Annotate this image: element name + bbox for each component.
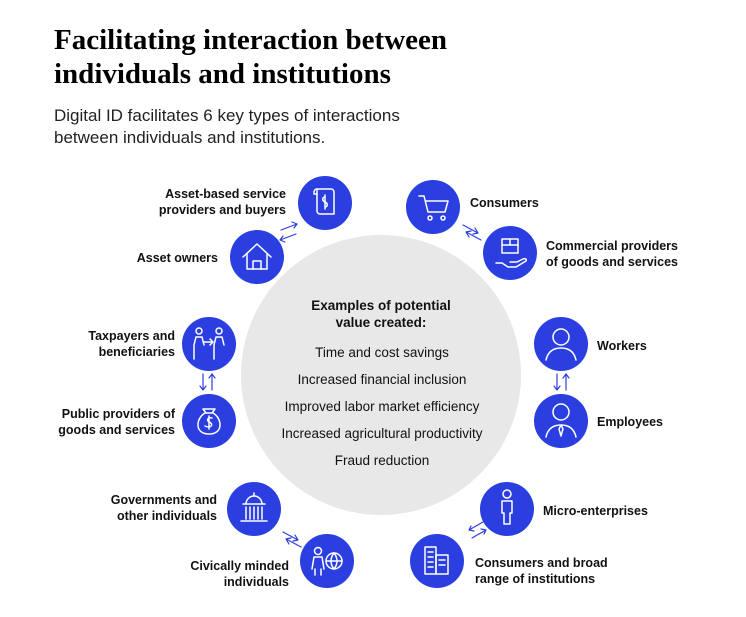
- title-line-1: Facilitating interaction between: [54, 24, 448, 56]
- node-circle-micro-enterprises: [480, 482, 534, 536]
- package-in-hand-icon: [495, 238, 527, 268]
- people-globe-icon: [311, 546, 343, 576]
- node-circle-consumers: [406, 180, 460, 234]
- connector-arrow-5: [282, 531, 302, 548]
- connector-arrow-3: [553, 373, 570, 391]
- person-icon: [545, 328, 577, 361]
- capitol-icon: [240, 492, 268, 522]
- page-subtitle: Digital ID facilitates 6 key types of in…: [54, 105, 554, 149]
- connector-arrow-1: [279, 221, 298, 243]
- label-governments: Governments and other individuals: [110, 493, 217, 523]
- label-consumers: Consumers: [470, 196, 539, 210]
- label-asset-owners: Asset owners: [136, 251, 218, 265]
- person-with-tie-icon: [545, 403, 577, 438]
- center-item: Fraud reduction: [334, 453, 430, 468]
- label-commercial-providers: Commercial providers of goods and servic…: [546, 239, 678, 269]
- label-public-providers: Public providers of goods and services: [58, 407, 175, 437]
- node-circle-workers: [534, 317, 588, 371]
- subtitle-line-1: Digital ID facilitates 6 key types of in…: [54, 106, 400, 125]
- money-bag-icon: [197, 408, 221, 435]
- house-icon: [242, 243, 272, 270]
- subtitle-line-2: between individuals and institutions.: [54, 128, 326, 147]
- title-line-2: individuals and institutions: [54, 58, 391, 90]
- label-workers: Workers: [597, 339, 647, 353]
- label-micro-enterprises: Micro-enterprises: [543, 504, 648, 518]
- standing-person-icon: [501, 489, 513, 525]
- label-consumers-and-broad-range: Consumers and broad range of institution…: [475, 556, 608, 586]
- label-asset-based-service-providers: Asset-based service providers and buyers: [158, 187, 286, 217]
- label-taxpayers: Taxpayers and beneficiaries: [88, 329, 175, 359]
- center-heading-line-1: Examples of potential: [311, 298, 451, 313]
- document-icon: [313, 188, 335, 215]
- center-item: Increased agricultural productivity: [281, 426, 483, 441]
- center-hub: [241, 235, 521, 515]
- connector-arrow-4: [468, 521, 487, 539]
- node-circle-employees: [534, 394, 588, 448]
- center-item: Improved labor market efficiency: [284, 399, 480, 414]
- label-civically-minded-individuals: Civically minded individuals: [190, 559, 289, 589]
- center-heading: Examples of potential value created:: [281, 297, 481, 331]
- connector-arrow-2: [462, 224, 482, 241]
- buildings-icon: [424, 546, 449, 575]
- center-item: Increased financial inclusion: [297, 372, 467, 387]
- page-title: Facilitating interaction between individ…: [54, 23, 614, 91]
- node-circle-asset-owners: [230, 230, 284, 284]
- shopping-cart-icon: [418, 195, 449, 221]
- connector-arrow-6: [199, 373, 216, 391]
- center-heading-line-2: value created:: [335, 315, 427, 330]
- center-item: Time and cost savings: [315, 345, 449, 360]
- label-employees: Employees: [597, 415, 664, 429]
- people-exchange-icon: [193, 327, 225, 360]
- node-circle-consumers-institutions: [410, 534, 464, 588]
- node-circle-taxpayers: [182, 317, 236, 371]
